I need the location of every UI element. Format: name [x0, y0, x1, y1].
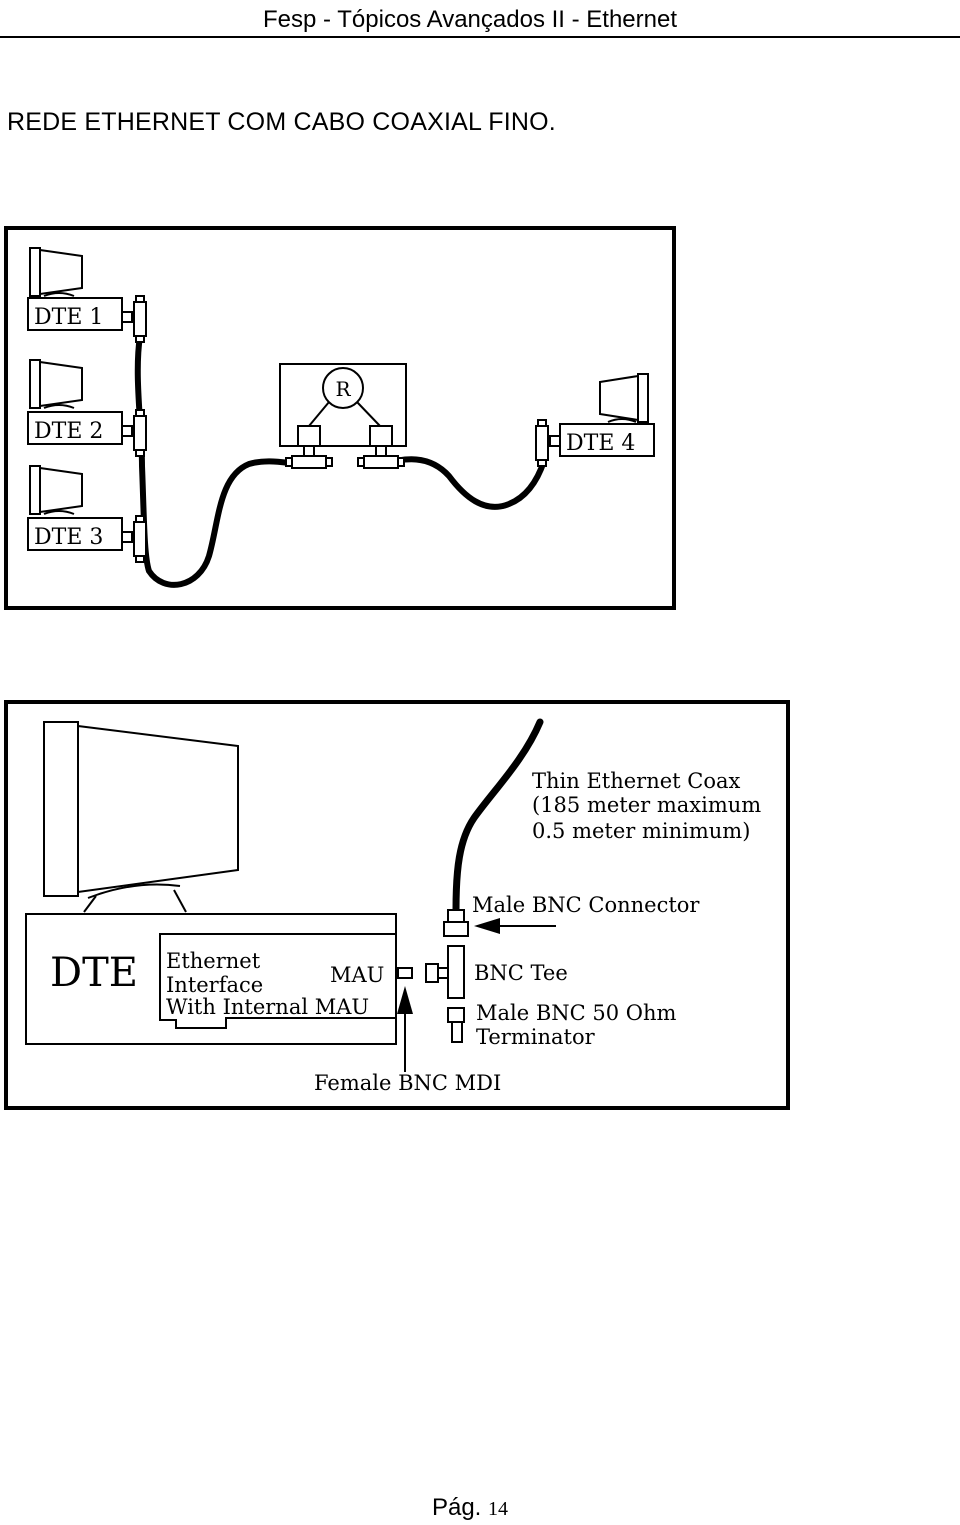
male-bnc-arrow-icon	[474, 918, 556, 934]
repeater-link-left	[308, 401, 330, 427]
bnc-tee-icon	[425, 945, 465, 999]
male-bnc-connector	[447, 909, 465, 923]
dte3-label: DTE 3	[34, 525, 103, 550]
dte2-label: DTE 2	[34, 419, 103, 444]
coax-label-line1: Thin Ethernet Coax	[532, 769, 741, 793]
dte-label: DTE	[50, 950, 138, 996]
terminator-label-line1: Male BNC 50 Ohm	[476, 1001, 677, 1025]
repeater-circle	[322, 367, 364, 409]
male-bnc-connector-label: Male BNC Connector	[472, 893, 700, 917]
repeater-bnc-tee-right-icon	[357, 445, 405, 469]
dte2-bnc-tee-icon	[121, 409, 147, 457]
dte4-monitor-icon	[599, 373, 649, 423]
coax-label-line3: 0.5 meter minimum)	[532, 819, 750, 843]
monitor-icon	[43, 721, 239, 913]
mau-label: MAU	[330, 963, 384, 987]
dte3-bnc-tee-icon	[121, 515, 147, 563]
dte4-label: DTE 4	[566, 431, 635, 456]
coax-cable-right	[379, 456, 547, 510]
terminator-icon	[447, 1007, 465, 1043]
repeater-port-left	[297, 425, 321, 447]
female-bnc-label: Female BNC MDI	[314, 1071, 501, 1095]
bnc-tee-label: BNC Tee	[474, 961, 568, 985]
page-number: 14	[488, 1498, 509, 1520]
dte4-box	[559, 423, 655, 457]
coax-cable	[452, 718, 544, 914]
repeater-bnc-tee-left-icon	[285, 445, 333, 469]
network-topology-figure: DTE 1 DTE 2 DTE 3 R	[4, 226, 676, 610]
page-footer: Pág. 14	[0, 1494, 940, 1522]
coax-label-line2: (185 meter maximum	[532, 793, 761, 817]
interface-label-line1: Ethernet	[166, 949, 261, 973]
dte1-label: DTE 1	[34, 305, 103, 330]
female-bnc-port	[397, 967, 413, 979]
interface-card	[159, 933, 397, 1029]
interface-label-line3: With Internal MAU	[166, 995, 369, 1019]
dte4-bnc-tee-icon	[535, 419, 561, 467]
female-bnc-arrow-icon	[397, 986, 413, 1072]
dte-connection-detail-figure: DTE Ethernet Interface With Internal MAU…	[4, 700, 790, 1110]
dte1-monitor-icon	[29, 247, 83, 297]
dte3-box	[27, 517, 123, 551]
dte2-box	[27, 411, 123, 445]
page-label: Pág.	[431, 1494, 482, 1521]
interface-label-line2: Interface	[166, 973, 263, 997]
terminator-label-line2: Terminator	[476, 1025, 596, 1049]
dte1-bnc-tee-icon	[121, 295, 147, 343]
dte2-monitor-icon	[29, 359, 83, 409]
dte3-monitor-icon	[29, 465, 83, 515]
repeater-link-right	[356, 401, 381, 427]
male-bnc-connector-body	[443, 921, 469, 937]
header-divider	[0, 36, 960, 38]
section-heading: REDE ETHERNET COM CABO COAXIAL FINO.	[7, 108, 556, 136]
repeater-port-right	[369, 425, 393, 447]
page-header-title: Fesp - Tópicos Avançados II - Ethernet	[263, 6, 677, 33]
repeater-label: R	[335, 377, 351, 401]
